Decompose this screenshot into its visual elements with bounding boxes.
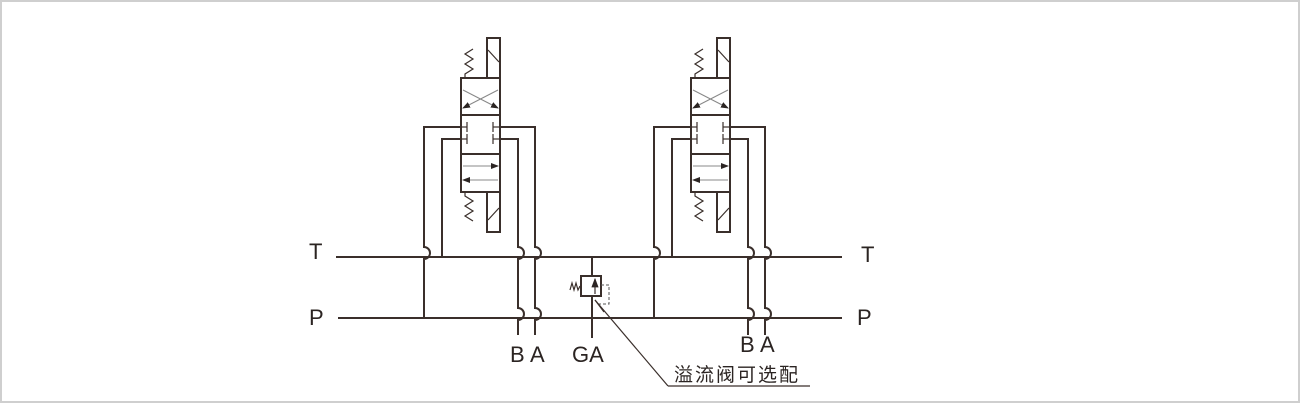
relief-spring-icon <box>569 280 581 293</box>
port-ga: GA <box>572 342 604 367</box>
relief-valve-callout: 溢流阀可选配 <box>674 364 800 386</box>
port-b-valve-2: B <box>740 332 755 357</box>
port-b-valve-1: B <box>510 342 525 367</box>
port-a-valve-1: A <box>530 342 545 367</box>
valve-1 <box>423 38 542 336</box>
port-a-valve-2: A <box>760 332 775 357</box>
pressure-label-right: P <box>857 305 872 330</box>
valve-2 <box>653 38 772 336</box>
callout-leader <box>594 299 669 387</box>
tank-label-left: T <box>309 239 322 264</box>
relief-valve <box>569 257 610 338</box>
pressure-label-left: P <box>309 305 324 330</box>
tank-label-right: T <box>861 242 874 267</box>
